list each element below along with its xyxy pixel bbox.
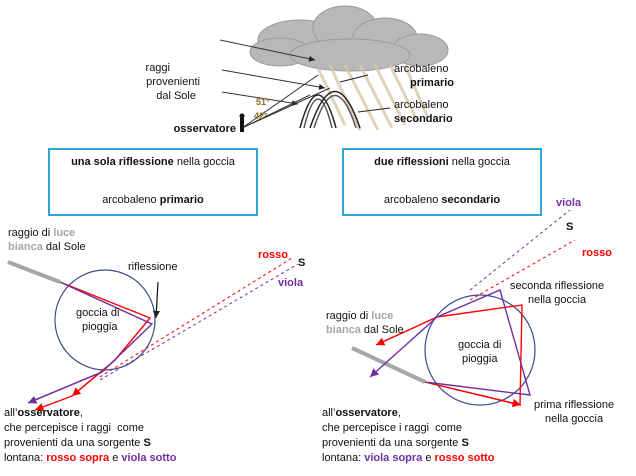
left-bottom-line-1: all’osservatore, <box>4 407 83 419</box>
rays-label-1: raggi <box>146 62 170 74</box>
right-box-plain: arcobaleno <box>383 194 442 206</box>
secondary-label-1: arcobaleno <box>394 99 448 111</box>
first-reflection-label-2: nella goccia <box>545 413 604 425</box>
left-drop-label-2: pioggia <box>82 321 118 333</box>
left-violet-ray <box>29 281 154 403</box>
right-box-result: secondario <box>441 194 501 206</box>
left-s-label: S <box>298 257 305 269</box>
angle-42-label: 42° <box>254 111 268 121</box>
second-reflection-label-2: nella goccia <box>528 294 587 306</box>
rays-label-2: provenienti <box>146 76 200 88</box>
angle-51-label: 51° <box>256 97 270 107</box>
right-box-line-2: arcobaleno secondario <box>344 194 540 206</box>
left-white-ray <box>7 260 61 284</box>
right-bottom-line-3: provenienti da una sorgente S <box>322 437 469 449</box>
right-violet-ray <box>424 289 531 396</box>
right-drop-label-1: goccia di <box>458 339 501 351</box>
observer-icon <box>239 113 245 132</box>
cloud-icon <box>249 5 449 72</box>
top-illustration: 51° 42° raggi provenienti dal Sole osser… <box>146 5 454 135</box>
secondary-label-2: secondario <box>394 113 453 125</box>
second-reflection-label-1: seconda riflessione <box>510 280 604 292</box>
left-box-bold: una sola riflessione <box>71 156 174 168</box>
left-box-plain: arcobaleno <box>102 194 160 206</box>
right-ray-text-2: bianca dal Sole <box>326 324 404 336</box>
right-red-dashed <box>469 239 576 301</box>
left-violet-dashed <box>99 263 299 381</box>
rainbow-arcs <box>299 91 361 129</box>
left-box-line-1: una sola riflessione nella goccia <box>50 156 256 168</box>
left-bottom-line-2: che percepisce i raggi come <box>4 422 144 434</box>
first-reflection-label-1: prima riflessione <box>534 399 614 411</box>
left-box-rest: nella goccia <box>173 156 235 168</box>
right-bottom-line-1: all’osservatore, <box>322 407 401 419</box>
right-box-rest: nella goccia <box>448 156 510 168</box>
left-drop-diagram: raggio di luce bianca dal Sole goccia di… <box>4 227 305 464</box>
right-drop-icon <box>424 294 536 406</box>
left-ray-text-1: raggio di luce <box>8 227 75 239</box>
secondary-pointer <box>357 107 391 113</box>
reflection-label: riflessione <box>128 261 178 273</box>
right-drop-diagram: raggio di luce bianca dal Sole goccia di… <box>322 197 614 464</box>
primary-label-2: primario <box>410 77 454 89</box>
right-violet-label: viola <box>556 197 582 209</box>
right-ray-text-1: raggio di luce <box>326 310 393 322</box>
left-box-result: primario <box>159 194 204 206</box>
left-bottom-line-4: lontana: rosso sopra e viola sotto <box>4 452 177 464</box>
primary-pointer <box>339 74 369 83</box>
right-box-line-1: due riflessioni nella goccia <box>344 156 540 168</box>
right-bottom-line-2: che percepisce i raggi come <box>322 422 462 434</box>
right-bottom-line-4: lontana: viola sopra e rosso sotto <box>322 452 495 464</box>
right-drop-label-2: pioggia <box>462 353 498 365</box>
left-drop-icon <box>54 269 156 371</box>
rays-label-3: dal Sole <box>156 90 196 102</box>
right-violet-dashed <box>469 209 571 291</box>
view-lines <box>241 74 331 129</box>
right-box-bold: due riflessioni <box>374 156 449 168</box>
primary-label-1: arcobaleno <box>394 63 448 75</box>
sun-rays <box>219 39 326 107</box>
reflection-pointer-icon <box>152 281 160 319</box>
right-red-label: rosso <box>582 247 612 259</box>
left-info-box: una sola riflessione nella goccia arcoba… <box>48 148 258 216</box>
right-white-ray <box>351 346 426 384</box>
observer-label: osservatore <box>174 123 236 135</box>
left-red-label: rosso <box>258 249 288 261</box>
left-drop-label-1: goccia di <box>76 307 119 319</box>
left-red-dashed <box>99 257 293 378</box>
left-ray-text-2: bianca dal Sole <box>8 241 86 253</box>
left-box-line-2: arcobaleno primario <box>50 194 256 206</box>
right-info-box: due riflessioni nella goccia arcobaleno … <box>342 148 542 216</box>
left-violet-label: viola <box>278 277 304 289</box>
right-s-label: S <box>566 221 573 233</box>
left-bottom-line-3: provenienti da una sorgente S <box>4 437 151 449</box>
